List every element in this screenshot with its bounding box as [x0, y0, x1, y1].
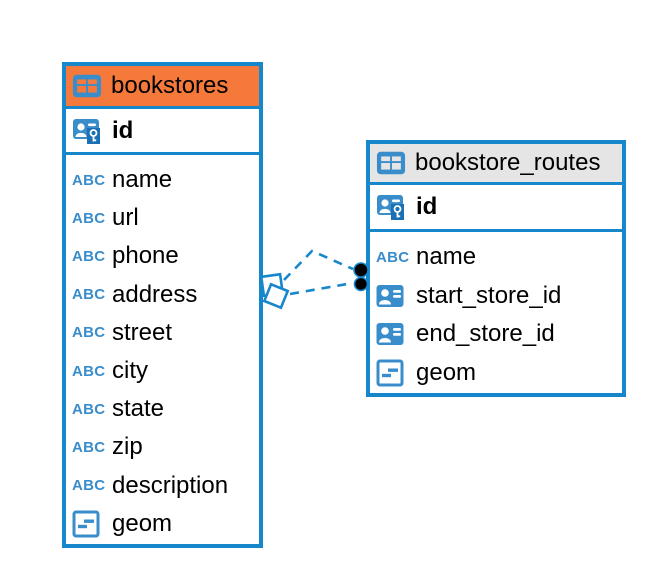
text-type-icon: ABC: [72, 438, 106, 456]
table-title: bookstores: [111, 72, 229, 99]
reference-type-icon: [376, 322, 406, 346]
column-row[interactable]: ABC url: [66, 199, 259, 237]
column-name: url: [112, 204, 139, 232]
column-row[interactable]: ABC phone: [66, 237, 259, 275]
column-row[interactable]: ABC street: [66, 314, 259, 352]
column-list: ABC name start_store_id: [370, 232, 622, 392]
column-name: description: [112, 471, 229, 499]
column-row[interactable]: geom: [66, 505, 259, 543]
text-type-icon: ABC: [72, 171, 106, 189]
column-name: city: [112, 357, 148, 385]
column-name: zip: [112, 433, 143, 461]
entity-bookstore-routes[interactable]: bookstore_routes id ABC: [366, 140, 626, 397]
entity-header-bookstore-routes[interactable]: bookstore_routes: [370, 144, 622, 185]
column-name: geom: [416, 358, 477, 386]
column-name: end_store_id: [416, 320, 555, 348]
text-type-icon: ABC: [72, 209, 106, 227]
text-type-icon: ABC: [72, 477, 106, 495]
text-type-icon: ABC: [72, 400, 106, 418]
text-type-icon: ABC: [72, 286, 106, 304]
column-name: address: [112, 280, 198, 308]
column-list: ABC name ABC url ABC phone ABC address A…: [66, 155, 259, 543]
column-name: geom: [112, 509, 173, 537]
column-row[interactable]: end_store_id: [370, 315, 622, 354]
table-title: bookstore_routes: [415, 149, 601, 176]
entity-header-bookstores[interactable]: bookstores: [66, 66, 259, 109]
column-row[interactable]: ABC address: [66, 276, 259, 314]
diamond-endpoint: [262, 282, 290, 310]
primary-key-row[interactable]: id: [370, 185, 622, 232]
column-row[interactable]: ABC state: [66, 390, 259, 428]
table-icon: [72, 73, 102, 99]
diamond-endpoint: [259, 272, 285, 298]
text-type-icon: ABC: [72, 247, 106, 265]
column-name: phone: [112, 242, 179, 270]
column-row[interactable]: ABC name: [370, 238, 622, 277]
geometry-type-icon: [376, 359, 406, 387]
column-name: state: [112, 395, 165, 423]
text-type-icon: ABC: [376, 248, 410, 266]
entity-bookstores[interactable]: bookstores id ABC na: [62, 62, 263, 548]
column-name: name: [112, 166, 173, 194]
column-name: street: [112, 318, 173, 346]
column-row[interactable]: start_store_id: [370, 277, 622, 316]
column-row[interactable]: ABC name: [66, 161, 259, 199]
reference-type-icon: [376, 284, 406, 308]
table-icon: [376, 150, 406, 176]
column-row[interactable]: ABC description: [66, 467, 259, 505]
text-type-icon: ABC: [72, 362, 106, 380]
geometry-type-icon: [72, 510, 102, 538]
column-name: start_store_id: [416, 281, 562, 309]
column-name: id: [112, 116, 134, 144]
text-type-icon: ABC: [72, 324, 106, 342]
column-row[interactable]: ABC zip: [66, 428, 259, 466]
primary-key-row[interactable]: id: [66, 109, 259, 155]
column-name: id: [416, 193, 438, 220]
primary-key-icon: [72, 116, 102, 146]
column-row[interactable]: ABC city: [66, 352, 259, 390]
relationship-line[interactable]: [283, 249, 354, 281]
column-name: name: [416, 243, 477, 271]
relationship-line[interactable]: [289, 281, 354, 296]
column-row[interactable]: geom: [370, 354, 622, 393]
primary-key-icon: [376, 192, 406, 222]
